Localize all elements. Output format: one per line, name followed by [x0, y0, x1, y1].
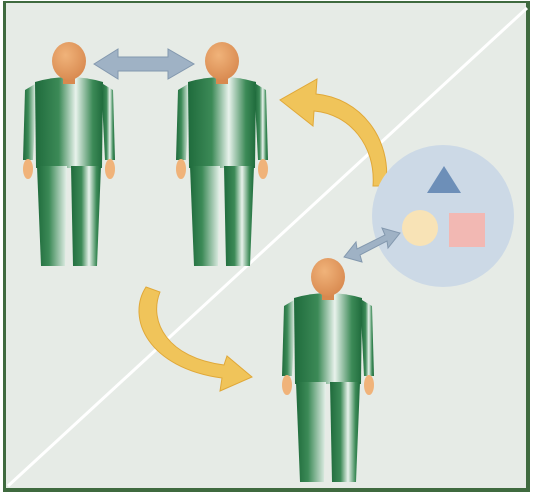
leg — [224, 166, 254, 266]
leg — [296, 382, 326, 482]
torso — [35, 77, 103, 168]
thought-bubble-icon — [372, 145, 514, 287]
leg — [190, 166, 220, 266]
hand — [176, 159, 186, 179]
hand — [364, 375, 374, 395]
hand — [105, 159, 115, 179]
leg — [37, 166, 67, 266]
hand — [23, 159, 33, 179]
hand — [282, 375, 292, 395]
torso — [188, 77, 256, 168]
leg — [71, 166, 101, 266]
leg — [330, 382, 360, 482]
head — [205, 42, 239, 80]
head — [52, 42, 86, 80]
head — [311, 258, 345, 296]
circle-icon — [402, 210, 438, 246]
square-icon — [449, 213, 485, 247]
torso — [294, 293, 362, 384]
hand — [258, 159, 268, 179]
